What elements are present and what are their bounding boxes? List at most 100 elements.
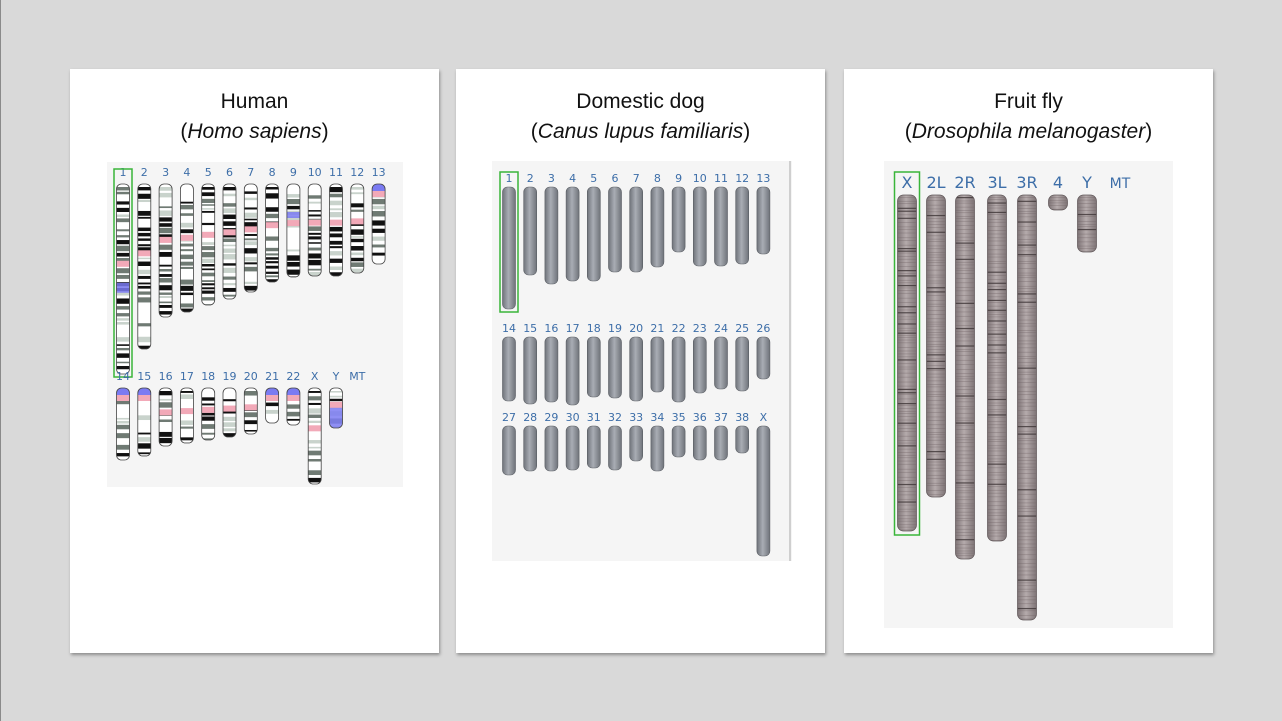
dog-chromosome-25[interactable] [735,336,749,392]
dog-chromosome-10[interactable] [693,186,707,267]
dog-chromosome-21[interactable] [650,336,665,393]
human-chromosome-4[interactable] [180,183,194,313]
human-chromosome-5[interactable] [201,183,216,308]
dog-label-13[interactable]: 13 [756,172,770,185]
dog-chromosome-36[interactable] [693,425,707,461]
human-label-18[interactable]: 18 [201,370,215,383]
dog-chromosome-28[interactable] [523,425,538,472]
dog-chromosome-11[interactable] [714,186,728,267]
human-label-x[interactable]: X [311,370,319,383]
dog-label-14[interactable]: 14 [502,322,516,335]
human-label-5[interactable]: 5 [205,166,212,179]
dog-scrollbar[interactable] [789,161,791,561]
dog-label-37[interactable]: 37 [714,411,728,424]
fly-label-2r[interactable]: 2R [954,173,975,192]
human-chromosome-6[interactable] [222,183,237,301]
dog-label-10[interactable]: 10 [693,172,707,185]
fly-label-2l[interactable]: 2L [926,173,945,192]
human-chromosome-10[interactable] [307,183,322,277]
dog-label-18[interactable]: 18 [587,322,601,335]
dog-label-9[interactable]: 9 [675,172,682,185]
dog-label-21[interactable]: 21 [650,322,664,335]
dog-label-23[interactable]: 23 [693,322,707,335]
fly-chromosome-3l[interactable] [987,194,1007,542]
dog-chromosome-15[interactable] [523,336,538,405]
dog-chromosome-18[interactable] [587,336,601,398]
human-label-11[interactable]: 11 [329,166,343,179]
dog-label-11[interactable]: 11 [714,172,728,185]
human-label-8[interactable]: 8 [269,166,276,179]
dog-label-34[interactable]: 34 [650,411,664,424]
dog-chromosome-16[interactable] [544,336,559,403]
dog-chromosome-19[interactable] [608,336,622,399]
dog-label-32[interactable]: 32 [608,411,622,424]
fly-chromosome-x[interactable] [897,194,917,532]
dog-chromosome-34[interactable] [650,425,665,472]
dog-label-29[interactable]: 29 [544,411,558,424]
human-chromosome-13[interactable] [371,183,386,265]
dog-chromosome-2[interactable] [523,186,538,276]
fly-chromosome-3r[interactable] [1017,194,1037,621]
dog-chromosome-23[interactable] [693,336,707,394]
human-label-6[interactable]: 6 [226,166,233,179]
dog-label-x[interactable]: X [760,411,768,424]
dog-label-36[interactable]: 36 [693,411,707,424]
fly-chromosome-2r[interactable] [955,194,975,560]
dog-chromosome-22[interactable] [671,336,686,403]
fly-label-x[interactable]: X [902,173,913,192]
dog-label-16[interactable]: 16 [544,322,558,335]
human-chromosome-22[interactable] [286,387,301,426]
dog-label-26[interactable]: 26 [756,322,770,335]
dog-chromosome-27[interactable] [502,425,516,476]
human-label-21[interactable]: 21 [265,370,279,383]
human-chromosome-8[interactable] [265,183,280,283]
dog-chromosome-17[interactable] [565,336,580,406]
dog-chromosome-20[interactable] [629,336,643,402]
human-chromosome-20[interactable] [243,387,258,437]
human-chromosome-12[interactable] [350,183,365,274]
dog-chromosome-4[interactable] [565,186,580,282]
human-chromosome-y[interactable] [329,387,343,432]
dog-label-38[interactable]: 38 [735,411,749,424]
human-chromosome-16[interactable] [158,387,173,447]
dog-label-31[interactable]: 31 [587,411,601,424]
human-label-10[interactable]: 10 [308,166,322,179]
dog-chromosome-7[interactable] [629,186,643,273]
human-label-13[interactable]: 13 [372,166,386,179]
dog-label-7[interactable]: 7 [633,172,640,185]
dog-label-30[interactable]: 30 [566,411,580,424]
dog-label-19[interactable]: 19 [608,322,622,335]
dog-chromosome-9[interactable] [671,186,686,253]
dog-label-35[interactable]: 35 [672,411,686,424]
fly-label-y[interactable]: Y [1081,173,1092,192]
human-chromosome-2[interactable] [137,183,152,350]
dog-label-24[interactable]: 24 [714,322,728,335]
human-chromosome-17[interactable] [180,387,194,444]
dog-chromosome-24[interactable] [714,336,728,390]
dog-label-15[interactable]: 15 [523,322,537,335]
dog-label-2[interactable]: 2 [527,172,534,185]
human-label-19[interactable]: 19 [223,370,237,383]
dog-chromosome-x[interactable] [756,425,771,557]
human-chromosome-19[interactable] [222,387,237,438]
human-label-14[interactable]: 14 [116,370,130,383]
dog-label-5[interactable]: 5 [590,172,597,185]
dog-chromosome-1[interactable] [502,186,516,310]
dog-label-3[interactable]: 3 [548,172,555,185]
human-label-12[interactable]: 12 [350,166,364,179]
dog-label-20[interactable]: 20 [629,322,643,335]
human-chromosome-1[interactable] [116,183,130,377]
fly-chromosome-2l[interactable] [926,194,946,498]
dog-label-33[interactable]: 33 [629,411,643,424]
dog-chromosome-35[interactable] [671,425,686,458]
dog-label-6[interactable]: 6 [612,172,619,185]
human-chromosome-21[interactable] [265,387,280,424]
dog-chromosome-3[interactable] [544,186,559,285]
human-chromosome-11[interactable] [329,183,343,277]
dog-label-12[interactable]: 12 [735,172,749,185]
human-label-20[interactable]: 20 [244,370,258,383]
human-label-2[interactable]: 2 [141,166,148,179]
dog-chromosome-5[interactable] [587,186,601,282]
human-chromosome-7[interactable] [243,183,258,293]
dog-label-17[interactable]: 17 [566,322,580,335]
